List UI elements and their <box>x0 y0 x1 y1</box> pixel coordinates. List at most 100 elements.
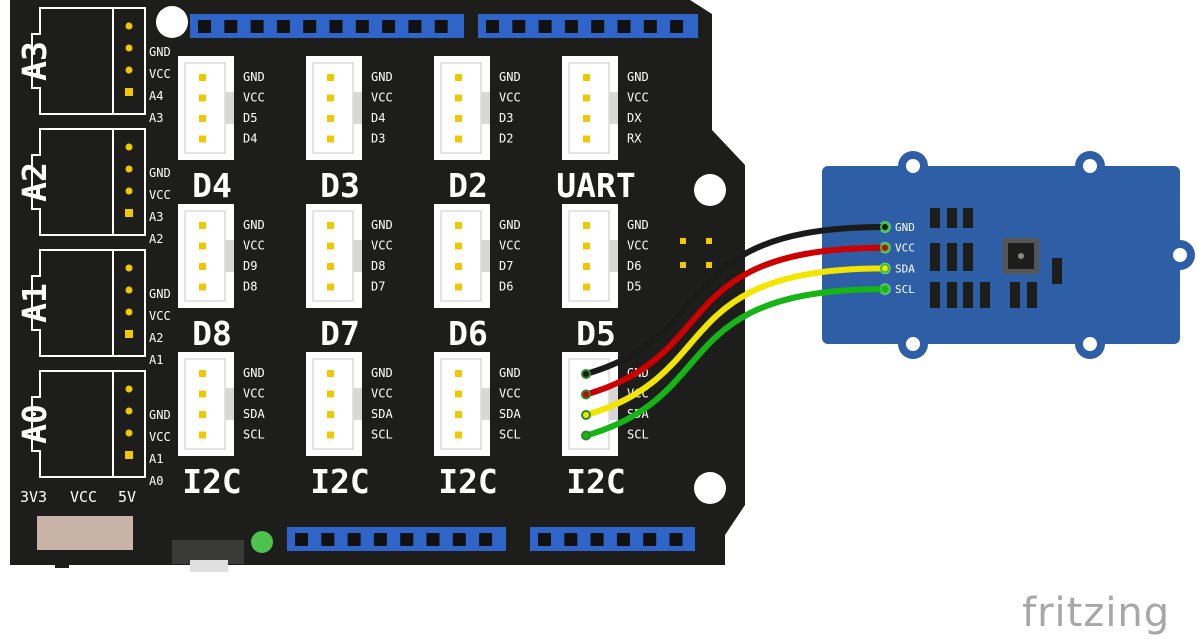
grove-port-name: D7 <box>320 314 360 353</box>
header-pin <box>329 20 343 33</box>
header-pin <box>616 533 630 546</box>
header-pin <box>250 20 264 33</box>
analog-pin-label: VCC <box>149 309 171 323</box>
analog-pin-label: A2 <box>149 331 163 345</box>
grove-pin-label: D6 <box>627 259 641 273</box>
sensor-pad-ring <box>880 242 890 253</box>
grove-pin-label: VCC <box>627 239 649 253</box>
grove-pin-label: VCC <box>243 239 265 253</box>
analog-pin-label: VCC <box>149 67 171 81</box>
mounting-hole <box>694 174 726 206</box>
sensor-pin-label-vcc: VCC <box>895 242 915 255</box>
header-pin <box>590 533 604 546</box>
grove-pin-label: VCC <box>243 387 265 401</box>
analog-pin-label: A1 <box>149 452 163 466</box>
header-top-left <box>190 14 464 38</box>
grove-port-name: D6 <box>448 314 488 353</box>
header-top-right <box>478 14 698 38</box>
solder-pads <box>680 238 712 268</box>
wire-gnd <box>583 224 888 377</box>
header-pin <box>321 533 335 546</box>
grove-pin-label: GND <box>243 218 265 232</box>
power-led <box>251 531 273 553</box>
grove-port-name: I2C <box>438 462 498 501</box>
header-pin <box>452 533 466 546</box>
grove-pin-label: SCL <box>243 428 265 442</box>
power-label-5v: 5V <box>118 488 136 506</box>
header-pin <box>617 20 631 33</box>
power-switch-labels: 3V3 VCC 5V <box>20 488 136 506</box>
grove-port-name: I2C <box>182 462 242 501</box>
power-label-vcc: VCC <box>70 488 97 506</box>
header-pin <box>643 533 657 546</box>
analog-pin-label: A4 <box>149 89 163 103</box>
grove-pin-label: DX <box>627 111 642 125</box>
wire-end-vcc <box>581 389 591 400</box>
header-pin <box>434 20 448 33</box>
grove-pin-label: GND <box>371 70 393 84</box>
header-bottom-left <box>287 527 506 551</box>
header-bottom-right <box>530 527 695 551</box>
grove-pin-label: GND <box>627 70 649 84</box>
wire-end-scl <box>581 430 591 441</box>
grove-pin-label: D3 <box>371 132 385 146</box>
grove-pin-label: D6 <box>499 280 513 294</box>
grove-pin-label: VCC <box>243 91 265 105</box>
grove-pin-label: D4 <box>371 111 385 125</box>
analog-pin-label: GND <box>149 287 171 301</box>
analog-pin-label: GND <box>149 45 171 59</box>
header-pin <box>382 20 396 33</box>
grove-port-name: D2 <box>448 166 488 205</box>
header-pin <box>643 20 657 33</box>
grove-pin-label: VCC <box>627 91 649 105</box>
reset-button-base <box>190 560 228 572</box>
analog-pin-label: VCC <box>149 188 171 202</box>
analog-pin-label: A1 <box>149 353 163 367</box>
grove-pin-label: RX <box>627 132 642 146</box>
grove-pin-label: D4 <box>243 132 257 146</box>
analog-pin-label: GND <box>149 166 171 180</box>
grove-pin-label: GND <box>499 70 521 84</box>
grove-port-name: I2C <box>310 462 370 501</box>
wire-end-sda <box>581 410 591 420</box>
header-pin <box>303 20 317 33</box>
header-pin <box>486 20 499 33</box>
grove-pin-label: GND <box>371 218 393 232</box>
analog-port-name: A2 <box>15 162 54 202</box>
grove-pin-label: VCC <box>371 387 393 401</box>
header-pin <box>347 533 361 546</box>
header-pin <box>564 533 578 546</box>
analog-port-name: A0 <box>15 404 54 444</box>
grove-pin-label: GND <box>243 366 265 380</box>
header-pin <box>538 20 552 33</box>
grove-pin-label: SCL <box>499 428 521 442</box>
analog-pin-label: A0 <box>149 474 163 488</box>
sensor-pad-ring <box>880 284 890 295</box>
header-pin <box>670 20 684 33</box>
grove-pin-label: VCC <box>499 387 521 401</box>
grove-pin-label: D2 <box>499 132 513 146</box>
power-select-switch[interactable] <box>37 516 133 550</box>
sensor-pin-label-sda: SDA <box>895 262 915 275</box>
grove-pin-label: VCC <box>499 239 521 253</box>
header-pin <box>276 20 290 33</box>
grove-pin-label: D7 <box>371 280 385 294</box>
analog-pin-label: A3 <box>149 210 163 224</box>
grove-port-name: D8 <box>192 314 232 353</box>
header-pin <box>591 20 605 33</box>
grove-pin-label: VCC <box>371 239 393 253</box>
analog-pin-label: GND <box>149 408 171 422</box>
